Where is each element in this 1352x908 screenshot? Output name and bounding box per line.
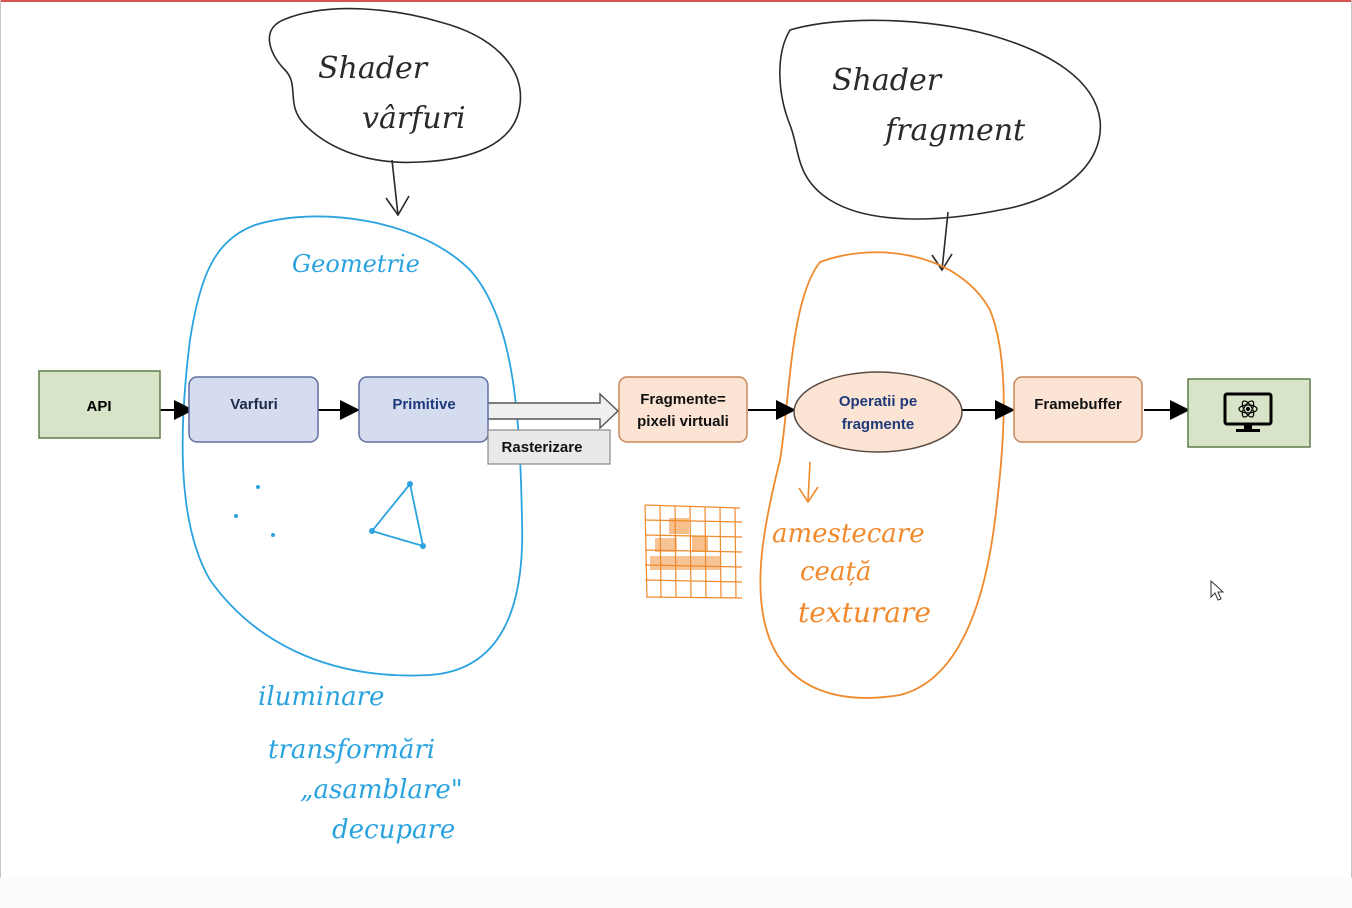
- shader-fragment-cloud: [779, 19, 1102, 220]
- note-decupare: decupare: [332, 815, 455, 845]
- note-amestecare: amestecare: [772, 519, 925, 549]
- shader-varfuri-arrow: [385, 159, 410, 217]
- top-border: [0, 0, 1352, 2]
- primitive-label: Primitive: [392, 396, 455, 413]
- framebuffer-label: Framebuffer: [1034, 396, 1122, 413]
- primitive-node: Primitive: [358, 376, 489, 443]
- operatii-node: Operatii pe fragmente: [793, 371, 963, 453]
- fragment-ops-blob: [759, 251, 1005, 699]
- geometrie-label: Geometrie: [292, 250, 420, 278]
- left-border: [0, 0, 1, 908]
- operatii-label-line1: Operatii pe: [839, 393, 917, 410]
- rasterization-block-arrow: [483, 392, 620, 430]
- atom-icon: [1238, 400, 1258, 418]
- operatii-label-line2: fragmente: [842, 416, 915, 433]
- triangle-primitive: [369, 481, 426, 549]
- shader-varfuri-line2: vârfuri: [362, 101, 466, 136]
- shader-fragment-line2: fragment: [883, 113, 1026, 148]
- bottom-band: [0, 878, 1352, 908]
- cursor-icon: [1210, 579, 1225, 601]
- api-label: API: [86, 398, 111, 415]
- note-texturare: texturare: [798, 596, 931, 629]
- note-transformari: transformări: [268, 735, 435, 765]
- shader-fragment-arrow: [931, 211, 953, 272]
- varfuri-label: Varfuri: [230, 396, 278, 413]
- geometry-blob: [181, 215, 524, 677]
- note-ceata: ceață: [800, 557, 871, 587]
- shader-varfuri-cloud: [268, 7, 522, 164]
- note-asamblare: „asamblare": [300, 775, 463, 805]
- varfuri-node: Varfuri: [188, 376, 319, 443]
- pixel-grid-sketch: [644, 504, 743, 599]
- framebuffer-node: Framebuffer: [1013, 376, 1143, 443]
- display-node: [1187, 378, 1311, 448]
- note-iluminare: iluminare: [258, 682, 384, 712]
- fragmente-label-line1: Fragmente=: [640, 391, 726, 408]
- fragmente-node: Fragmente= pixeli virtuali: [618, 376, 748, 443]
- fragmente-label-line2: pixeli virtuali: [637, 413, 729, 430]
- monitor-icon: [1223, 392, 1273, 432]
- fragment-notes-arrow: [798, 461, 819, 504]
- rasterizare-box: Rasterizare: [487, 429, 611, 465]
- api-node: API: [38, 370, 161, 439]
- shader-varfuri-line1: Shader: [318, 51, 429, 86]
- vertex-points: [234, 485, 275, 537]
- rasterizare-label: Rasterizare: [502, 439, 583, 456]
- shader-fragment-line1: Shader: [832, 63, 943, 98]
